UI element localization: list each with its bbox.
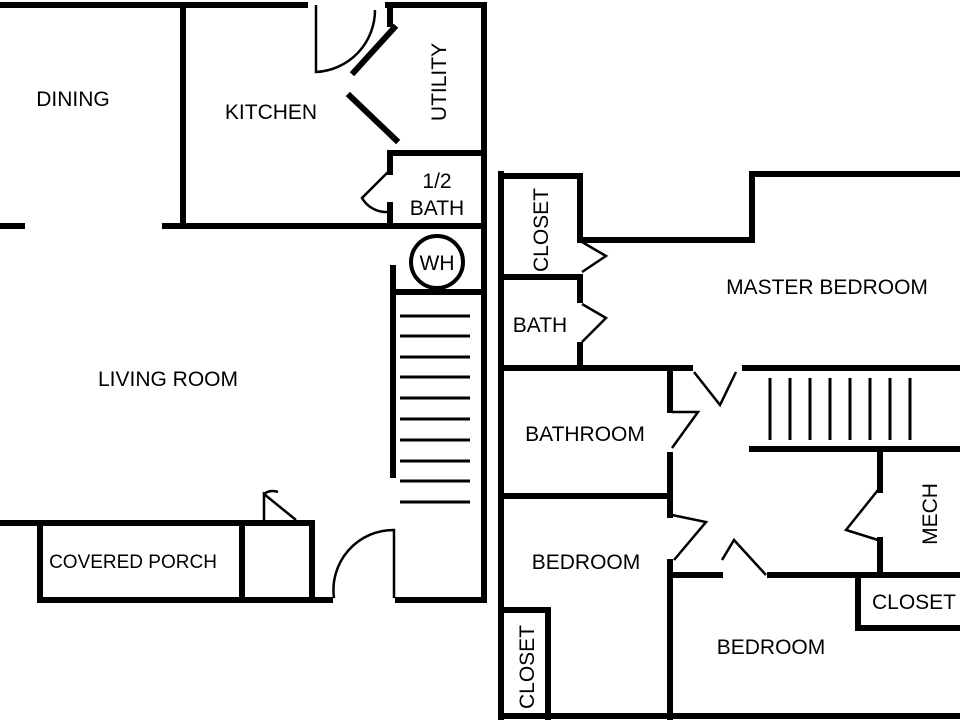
closet-bedroom-right-label: CLOSET xyxy=(872,591,956,614)
main-doors xyxy=(262,5,401,599)
main-stairs xyxy=(400,314,470,504)
bedroom-left-label: BEDROOM xyxy=(532,551,641,574)
upper-floor-walls xyxy=(498,171,960,720)
upper-doors xyxy=(581,240,879,576)
room-labels: DINING KITCHEN UTILITY 1/2 BATH WH LIVIN… xyxy=(36,43,956,709)
water-heater-label: WH xyxy=(420,252,455,275)
bedroom-right-label: BEDROOM xyxy=(717,636,826,659)
half-bath-label-line1: 1/2 xyxy=(422,170,451,193)
closet-bedroom-left-label: CLOSET xyxy=(516,625,539,709)
covered-porch-box xyxy=(37,520,245,603)
upper-stairs xyxy=(768,378,912,440)
living-room-label: LIVING ROOM xyxy=(98,368,238,391)
water-heater-icon xyxy=(409,234,465,290)
master-bedroom-label: MASTER BEDROOM xyxy=(726,276,928,299)
kitchen-label: KITCHEN xyxy=(225,101,317,124)
half-bath-label-line2: BATH xyxy=(410,197,464,220)
closet-master-label: CLOSET xyxy=(530,188,553,272)
bathroom-label: BATHROOM xyxy=(525,423,645,446)
covered-porch-label: COVERED PORCH xyxy=(49,552,217,573)
utility-label: UTILITY xyxy=(428,43,451,121)
master-bath-label: BATH xyxy=(513,314,567,337)
mech-label: MECH xyxy=(919,483,942,545)
dining-label: DINING xyxy=(36,88,110,111)
